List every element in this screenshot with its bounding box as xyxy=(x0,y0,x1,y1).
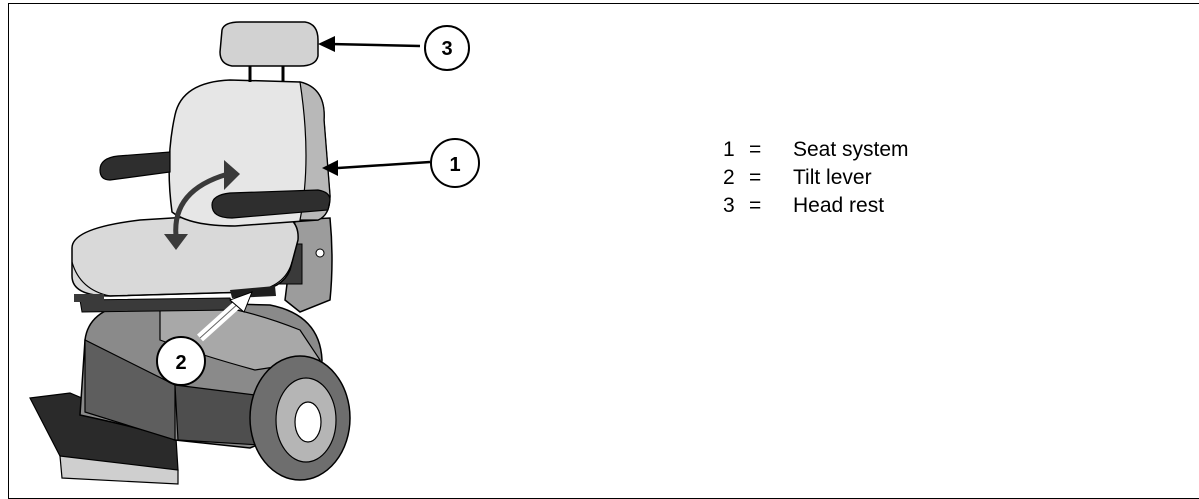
armrests xyxy=(99,151,331,219)
wheel xyxy=(249,355,351,481)
legend-item: 3 = Head rest xyxy=(723,192,909,220)
legend-number: 3 xyxy=(723,194,735,217)
callout-1: 1 xyxy=(322,138,480,188)
seat-cushion xyxy=(71,211,299,313)
tilt-lever xyxy=(230,286,276,298)
legend-item: 2 = Tilt lever xyxy=(723,164,909,192)
callout-1-label: 1 xyxy=(449,154,460,176)
legend: 1 = Seat system 2 = Tilt lever 3 = Head … xyxy=(723,136,909,220)
footplate xyxy=(29,392,179,485)
callout-2-label: 2 xyxy=(175,352,186,374)
legend-label: Tilt lever xyxy=(793,166,872,189)
callout-3-label: 3 xyxy=(441,38,452,60)
callout-2: 2 xyxy=(156,291,253,386)
headrest xyxy=(219,21,319,82)
legend-equals: = xyxy=(749,166,762,189)
legend-number: 2 xyxy=(723,166,735,189)
backrest xyxy=(168,79,331,227)
tilt-arrow-icon xyxy=(164,160,240,250)
legend-item: 1 = Seat system xyxy=(723,136,909,164)
callout-3: 3 xyxy=(318,25,470,71)
legend-label: Seat system xyxy=(793,138,909,161)
legend-number: 1 xyxy=(723,138,735,161)
legend-equals: = xyxy=(749,194,762,217)
legend-label: Head rest xyxy=(793,194,885,217)
legend-equals: = xyxy=(749,138,762,161)
